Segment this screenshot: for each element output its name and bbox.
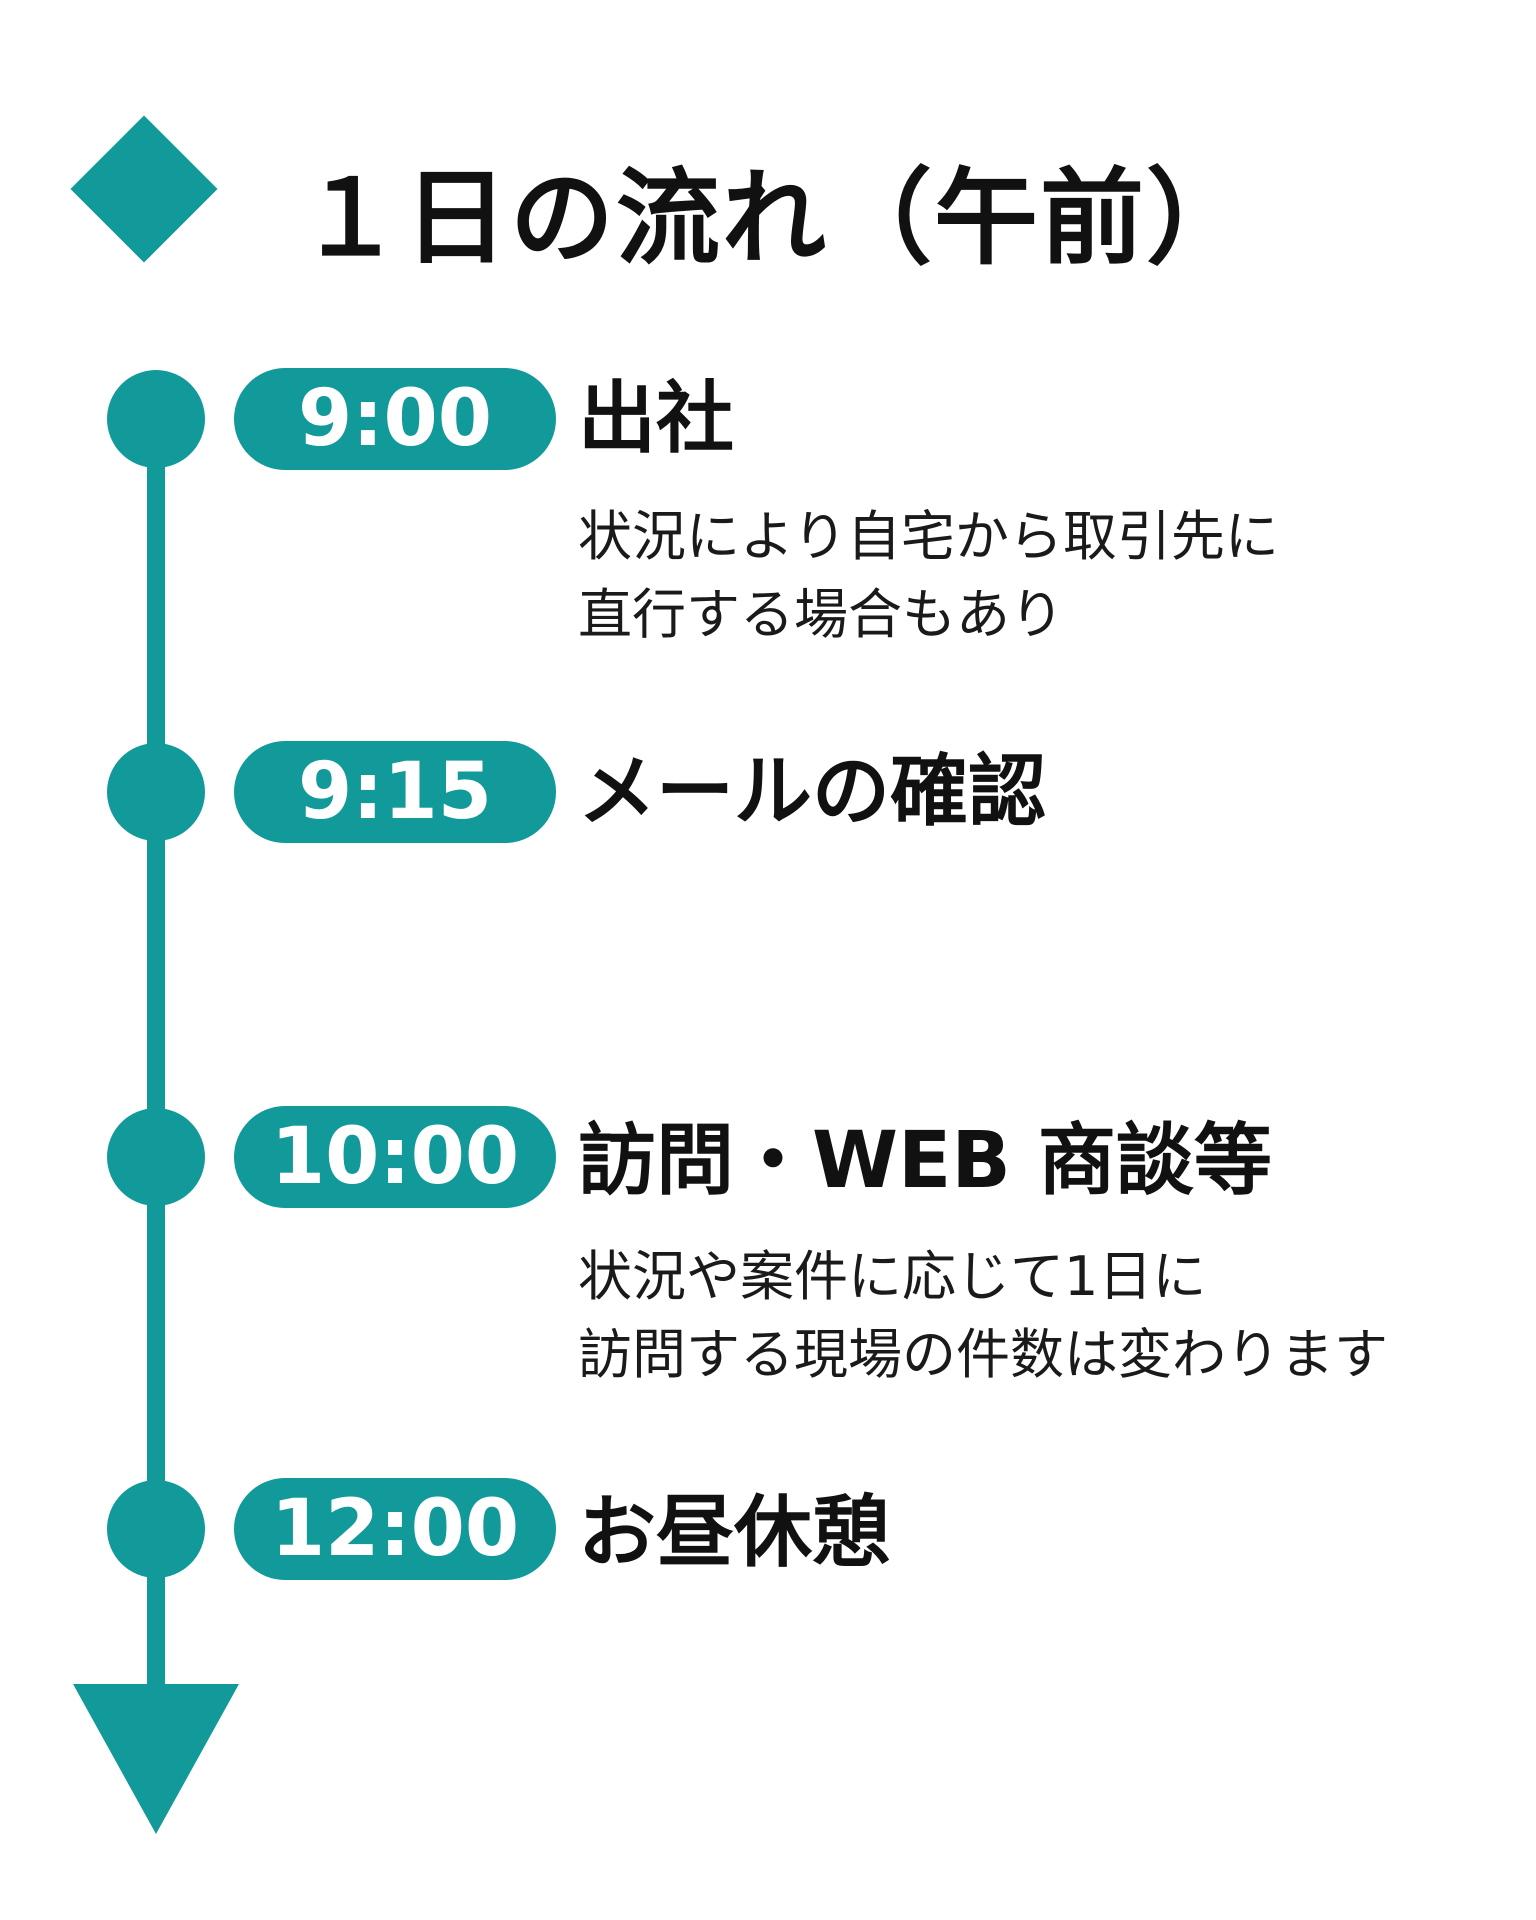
diamond-icon bbox=[70, 115, 218, 263]
event-title: お昼休憩 bbox=[578, 1488, 891, 1578]
event-description-line: 状況や案件に応じて1日に bbox=[578, 1245, 1207, 1308]
event-description-line: 状況により自宅から取引先に bbox=[578, 505, 1279, 568]
page-title: １日の流れ（午前） bbox=[298, 157, 1253, 279]
arrow-down-icon bbox=[73, 1684, 239, 1834]
time-badge: 9:00 bbox=[234, 368, 556, 470]
time-badge: 10:00 bbox=[234, 1106, 556, 1208]
time-badge: 12:00 bbox=[234, 1478, 556, 1580]
event-title: 訪問・WEB 商談等 bbox=[578, 1116, 1272, 1206]
timeline-dot bbox=[107, 1480, 205, 1578]
event-title: 出社 bbox=[578, 374, 735, 464]
event-description-line: 直行する場合もあり bbox=[578, 583, 1064, 646]
event-description-line: 訪問する現場の件数は変わります bbox=[578, 1323, 1388, 1386]
event-title: メールの確認 bbox=[578, 747, 1047, 837]
timeline-line bbox=[147, 420, 165, 1700]
event-description: 状況により自宅から取引先に 直行する場合もあり bbox=[578, 498, 1279, 654]
event-description: 状況や案件に応じて1日に 訪問する現場の件数は変わります bbox=[578, 1238, 1388, 1394]
time-badge: 9:15 bbox=[234, 741, 556, 843]
timeline-dot bbox=[107, 743, 205, 841]
timeline-dot bbox=[107, 370, 205, 468]
timeline-dot bbox=[107, 1108, 205, 1206]
